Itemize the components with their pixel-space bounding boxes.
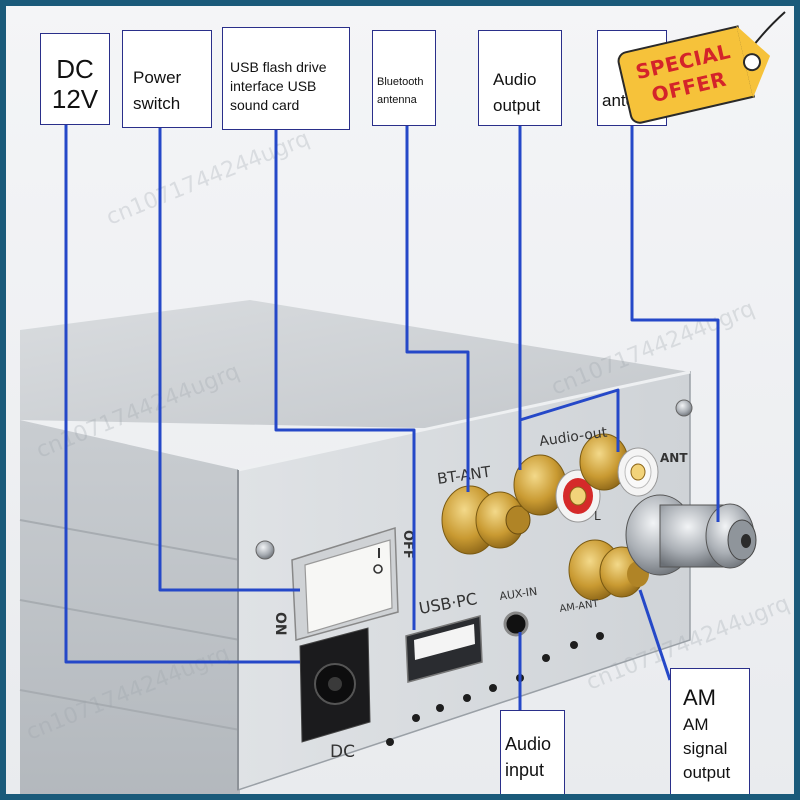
callout-audio-input: Audio input xyxy=(500,710,565,800)
leader-usb xyxy=(274,130,416,630)
callout-am-line4: output xyxy=(683,763,731,782)
callout-usb-line1: USB flash drive xyxy=(230,59,327,75)
panel-label-l: L xyxy=(594,509,601,523)
bt-sma-connector xyxy=(441,485,531,555)
callout-am-output: AM AM signal output xyxy=(670,668,750,800)
panel-holes xyxy=(386,632,604,746)
callout-audio-out-line2: output xyxy=(493,96,541,115)
usb-port xyxy=(405,615,483,683)
badge-string xyxy=(749,11,786,51)
rca-jack-right xyxy=(579,433,659,497)
callout-audio-in-line2: input xyxy=(505,760,545,780)
enclosure-top xyxy=(20,300,690,430)
bnc-connector xyxy=(625,494,757,576)
callout-usb: USB flash drive interface USB sound card xyxy=(222,27,350,130)
callout-power-switch: Power switch xyxy=(122,30,212,128)
callout-audio-output: Audio output xyxy=(478,30,562,126)
dc-jack xyxy=(299,627,371,743)
enclosure-side xyxy=(20,420,240,800)
leader-fm xyxy=(630,126,720,522)
callout-am-line1: AM xyxy=(683,685,716,710)
callout-bt-line1: Bluetooth xyxy=(377,76,424,88)
callout-am-line3: signal xyxy=(683,739,728,758)
callout-audio-out-line1: Audio xyxy=(493,70,537,89)
callout-bluetooth-antenna: Bluetooth antenna xyxy=(372,30,436,126)
callout-audio-in-line1: Audio xyxy=(505,734,552,754)
aux-in-jack xyxy=(503,611,529,637)
leader-dc xyxy=(64,125,300,664)
enclosure-ribs xyxy=(19,519,241,731)
panel-label-dc: DC xyxy=(330,742,355,762)
power-switch xyxy=(291,526,399,641)
leader-bt xyxy=(405,126,470,492)
leader-lines xyxy=(64,125,720,710)
callout-am-line2: AM xyxy=(683,715,709,734)
callout-usb-line3: sound card xyxy=(230,97,300,113)
callout-power-line2: switch xyxy=(133,94,181,113)
panel-label-ant: ANT xyxy=(660,451,688,465)
callout-dc-line2: 12V xyxy=(51,84,99,114)
rca-jack-left xyxy=(513,454,601,523)
leader-am xyxy=(638,589,672,681)
panel-label-aux-in: AUX-IN xyxy=(499,585,538,603)
callout-dc-line1: DC xyxy=(56,54,94,84)
panel-label-off: OFF xyxy=(400,530,415,559)
svg-text:cn1071744244ugrq: cn1071744244ugrq xyxy=(103,126,313,230)
screw-icon xyxy=(675,399,693,417)
callout-bt-line2: antenna xyxy=(377,94,417,106)
callout-usb-line2: interface USB xyxy=(230,78,317,94)
panel-label-on: ON xyxy=(272,612,288,636)
callout-power-line1: Power xyxy=(133,68,182,87)
screw-icon xyxy=(255,540,275,560)
leader-power xyxy=(158,128,300,592)
am-sma-connector xyxy=(568,539,649,601)
callout-dc-12v: DC 12V xyxy=(40,33,110,125)
leader-audio-out-2 xyxy=(519,388,620,452)
